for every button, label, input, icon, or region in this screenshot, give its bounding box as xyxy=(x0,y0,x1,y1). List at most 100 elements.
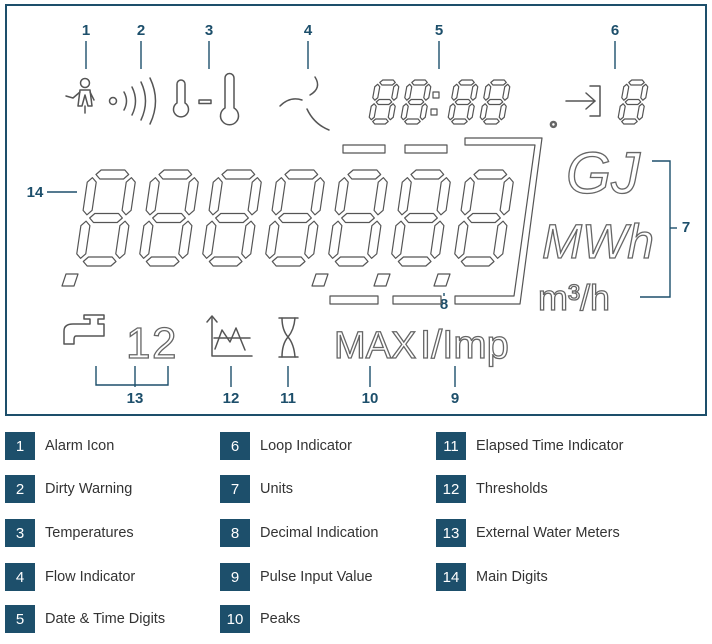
legend-label: Peaks xyxy=(260,611,301,627)
legend-item: 14 Main Digits xyxy=(436,563,548,591)
legend-number-badge: 3 xyxy=(5,519,35,547)
digit-segment xyxy=(328,220,343,259)
decimal-point xyxy=(433,273,451,287)
legend-number-badge: 12 xyxy=(436,475,466,503)
callout-9: 9 xyxy=(451,390,459,407)
digit-segment xyxy=(158,169,193,180)
legend-label: Flow Indicator xyxy=(45,569,136,585)
callout-8: 8 xyxy=(440,296,448,313)
digit-segment xyxy=(490,79,507,86)
legend-item: 10 Peaks xyxy=(220,605,300,633)
seven-segment-digit xyxy=(328,169,388,267)
leader-lines xyxy=(47,41,677,387)
digit-segment xyxy=(310,177,325,216)
digit-segment xyxy=(621,83,630,101)
digit-segment xyxy=(184,177,199,216)
callout-13: 13 xyxy=(127,390,144,407)
legend-label: Date & Time Digits xyxy=(45,611,166,627)
digit-segment xyxy=(373,177,388,216)
digit-segment xyxy=(454,98,472,106)
legend-number-badge: 4 xyxy=(5,563,35,591)
flow-indicator-icon xyxy=(279,76,330,131)
decimal-bracket-segment xyxy=(454,137,543,305)
seven-segment-digit xyxy=(202,169,262,267)
digit-segment xyxy=(436,177,451,216)
unit-gj: GJ xyxy=(566,141,641,206)
digit-segment xyxy=(139,220,154,259)
thresholds-icon xyxy=(206,315,253,357)
digit-segment xyxy=(82,177,97,216)
legend-label: External Water Meters xyxy=(476,525,620,541)
seven-segment-digit xyxy=(391,169,451,267)
digit-segment xyxy=(498,103,507,121)
unit-mwh: MWh xyxy=(542,216,654,269)
digit-segment xyxy=(387,103,396,121)
legend-item: 4 Flow Indicator xyxy=(5,563,135,591)
digit-segment xyxy=(404,118,421,125)
digit-segment xyxy=(375,98,393,106)
digit-segment xyxy=(76,220,91,259)
digit-segment xyxy=(372,118,389,125)
digit-segment xyxy=(368,103,377,121)
digit-segment xyxy=(454,220,469,259)
digit-segment xyxy=(115,220,130,259)
digit-segment xyxy=(451,83,460,101)
digit-segment xyxy=(411,79,428,86)
callout-11: 11 xyxy=(280,390,296,407)
decimal-indication xyxy=(61,137,543,305)
bar-segment xyxy=(392,295,442,305)
seven-segment-digit xyxy=(265,169,325,267)
digit-segment xyxy=(202,220,217,259)
legend-number-badge: 1 xyxy=(5,432,35,460)
legend-label: Loop Indicator xyxy=(260,438,352,454)
digit-segment xyxy=(208,256,243,267)
colon-dot xyxy=(430,108,438,116)
callout-7: 7 xyxy=(682,219,690,236)
digit-segment xyxy=(397,256,432,267)
loop-indicator-digit xyxy=(617,79,649,125)
legend-label: Alarm Icon xyxy=(45,438,115,454)
legend-label: Units xyxy=(260,481,294,497)
legend-number-badge: 9 xyxy=(220,563,250,591)
digit-segment xyxy=(121,177,136,216)
digit-segment xyxy=(473,169,508,180)
callout-3: 3 xyxy=(205,22,213,39)
digit-segment xyxy=(407,98,425,106)
legend-item: 1 Alarm Icon xyxy=(5,432,114,460)
legend-label: Main Digits xyxy=(476,569,548,585)
digit-segment xyxy=(304,220,319,259)
legend-item: 6 Loop Indicator xyxy=(220,432,352,460)
digit-segment xyxy=(367,220,382,259)
digit-segment xyxy=(624,98,642,106)
bar-segment xyxy=(404,144,448,154)
legend-label: Dirty Warning xyxy=(45,481,133,497)
digit-segment xyxy=(347,169,382,180)
digit-segment xyxy=(391,83,400,101)
digit-segment xyxy=(628,79,645,86)
digit-segment xyxy=(241,220,256,259)
digit-segment xyxy=(493,220,508,259)
seven-segment-digit xyxy=(479,79,511,125)
digit-segment xyxy=(430,220,445,259)
unit-m3h: m³/h xyxy=(538,277,610,318)
digit-segment xyxy=(483,83,492,101)
legend-number-badge: 6 xyxy=(220,432,250,460)
seven-segment-digit xyxy=(617,79,649,125)
tap-icon xyxy=(63,314,105,345)
digit-segment xyxy=(486,98,504,106)
digit-segment xyxy=(447,103,456,121)
legend-number-badge: 11 xyxy=(436,432,466,460)
digit-segment xyxy=(215,212,249,224)
digit-segment xyxy=(458,79,475,86)
legend-number-badge: 10 xyxy=(220,605,250,633)
legend-label: Decimal Indication xyxy=(260,525,379,541)
legend-number-badge: 14 xyxy=(436,563,466,591)
